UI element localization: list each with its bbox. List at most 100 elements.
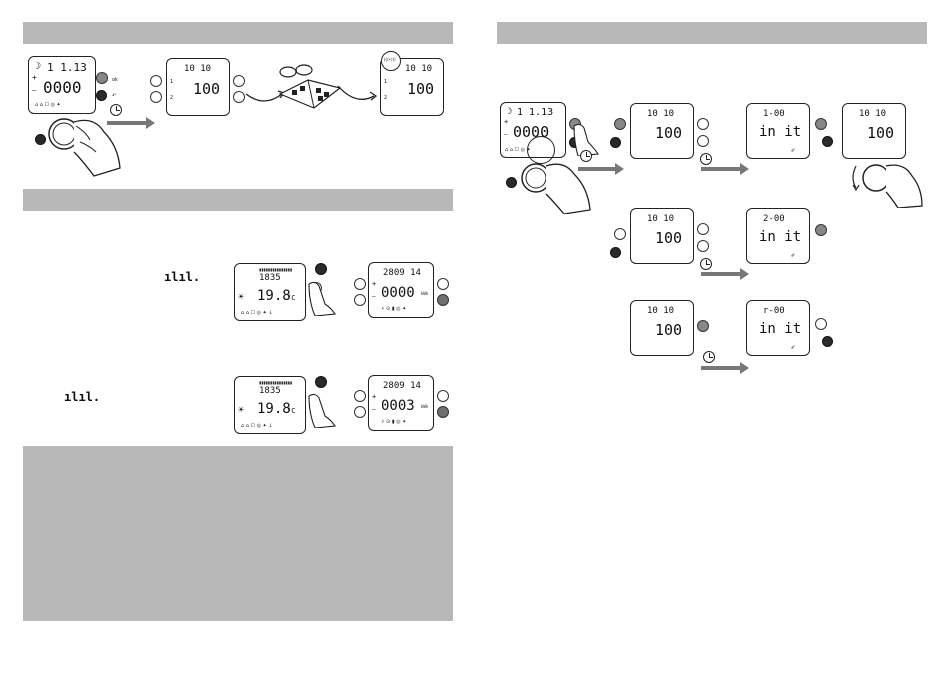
display-value: in it: [759, 321, 802, 337]
mode-icons: ⌂ ⌂ ☐ ◎ ✦: [505, 147, 531, 153]
timer-icon-r3: [703, 351, 715, 363]
button-bottom[interactable]: [96, 90, 107, 101]
step-display-1: 10 10 100: [630, 103, 694, 159]
energy-bars-icon-1: ılıl.: [164, 270, 201, 284]
button-dark-1[interactable]: [315, 263, 327, 275]
r2-btn-c[interactable]: [697, 223, 709, 235]
display-value: 0000: [43, 78, 82, 97]
display-top: 10 10: [647, 109, 675, 119]
temp-display-1: ▮▮▮▮▮▮▮▮▮▮▮▮▮▮▮ 1835 ☀ 19.8 °C ⌂ ⌂ ☐ ◎ ✦…: [234, 263, 306, 321]
thermostat-display-2: 10 10 1 100 2: [166, 58, 230, 116]
energy-unit: kWh: [421, 404, 429, 409]
display-time: 1 1.13: [47, 61, 87, 74]
status-icons: ⚡ ⊙ ▮ ◎ ✦: [381, 306, 407, 312]
step-display-5: 2-00 in it ✐: [746, 208, 810, 264]
arrow-r3: [701, 362, 749, 374]
button-2a[interactable]: [354, 278, 366, 290]
display-top: 10 10: [647, 306, 675, 316]
energy-bars-icon-2: ılıl.: [64, 390, 101, 404]
display-top: r-00: [763, 306, 785, 316]
button-right-top[interactable]: [233, 75, 245, 87]
button-top-2[interactable]: [150, 75, 162, 87]
plus-sign: +: [372, 280, 377, 288]
status-icons: ⚡ ⊙ ▮ ◎ ✦: [381, 419, 407, 425]
energy-value: 0000: [381, 285, 415, 301]
button-4a[interactable]: [354, 390, 366, 402]
display-value: 100: [867, 124, 895, 142]
mode-icons: ⌂ ⌂ ☐ ◎ ✦: [35, 102, 61, 108]
energy-display-1: 2809 14 + 0000 kWh — ⚡ ⊙ ▮ ◎ ✦: [368, 262, 434, 318]
wrench-icon: ✐: [791, 253, 796, 259]
curve-arrow-2: [337, 85, 378, 101]
display-top: 1-00: [763, 109, 785, 119]
minus-sign: —: [372, 293, 376, 300]
step-display-6: 10 10 100: [630, 300, 694, 356]
ok-label: ok: [112, 77, 118, 83]
hour-scale: ▮▮▮▮▮▮▮▮▮▮▮▮▮▮▮: [259, 267, 293, 272]
energy-value: 0003: [381, 398, 415, 414]
r2-btn-d[interactable]: [697, 240, 709, 252]
r3-btn-b[interactable]: [815, 318, 827, 330]
display-value: 100: [655, 124, 683, 142]
line-1: 1: [384, 79, 388, 85]
button-top[interactable]: [96, 72, 108, 84]
knob-dot-right: [506, 177, 517, 188]
button-right-bottom[interactable]: [233, 91, 245, 103]
r1-btn-a[interactable]: [614, 118, 626, 130]
temp-value: 19.8: [257, 288, 291, 304]
section-header-bar-1: [23, 22, 453, 44]
r1-btn-c[interactable]: [697, 118, 709, 130]
button-2b[interactable]: [354, 294, 366, 306]
finger-press-1: [308, 281, 336, 316]
button-dark-2[interactable]: [315, 376, 327, 388]
display-top: 10 10: [405, 64, 433, 74]
mode-icons: ⌂ ⌂ ☐ ◎ ✦ ↓: [241, 423, 273, 429]
button-5b[interactable]: [437, 406, 449, 418]
r2-btn-a[interactable]: [614, 228, 626, 240]
timer-icon-r1: [700, 153, 712, 165]
manual-with-glasses-icon: [278, 64, 342, 109]
hand-turning-knob: [48, 118, 121, 177]
display-top: 10 10: [859, 109, 887, 119]
display-top: 2809 14: [383, 268, 421, 278]
display-time: 1 1.13: [517, 107, 554, 118]
timer-icon-r2: [700, 258, 712, 270]
temp-unit: °C: [287, 294, 296, 302]
button-3b[interactable]: [437, 294, 449, 306]
button-4b[interactable]: [354, 406, 366, 418]
display-top: 2809 14: [383, 381, 421, 391]
plus-sign: +: [504, 118, 509, 126]
temp-value: 19.8: [257, 401, 291, 417]
moon-icon: ☽: [507, 107, 513, 117]
wrench-icon: ✐: [791, 148, 796, 154]
button-3a[interactable]: [437, 278, 449, 290]
step-display-4: 10 10 100: [630, 208, 694, 264]
r1-btn-f[interactable]: [822, 136, 833, 147]
r3-btn-a[interactable]: [697, 320, 709, 332]
r2-btn-e[interactable]: [815, 224, 827, 236]
thermostat-display-1: ☽ 1 1.13 + 0000 — ⌂ ⌂ ☐ ◎ ✦: [28, 56, 96, 114]
r1-btn-b[interactable]: [610, 137, 621, 148]
r1-btn-d[interactable]: [697, 135, 709, 147]
sun-icon: ☀: [238, 405, 245, 416]
button-bottom-2[interactable]: [150, 91, 162, 103]
button-5a[interactable]: [437, 390, 449, 402]
finger-press-2: [308, 393, 336, 428]
display-top: 1835: [259, 273, 281, 283]
minus-sign: —: [504, 131, 508, 138]
sun-icon: ☀: [238, 292, 245, 303]
line-1: 1: [170, 79, 174, 85]
minus-sign: —: [372, 406, 376, 413]
r2-btn-b[interactable]: [610, 247, 621, 258]
finger-press-start: [573, 123, 599, 156]
hand-turning-knob-r1: [852, 164, 923, 208]
display-value: 100: [407, 80, 435, 98]
timer-icon: [110, 104, 122, 116]
step-display-2: 1-00 in it ✐: [746, 103, 810, 159]
temp-unit: °C: [287, 407, 296, 415]
r1-btn-e[interactable]: [815, 118, 827, 130]
hour-scale: ▮▮▮▮▮▮▮▮▮▮▮▮▮▮▮: [259, 380, 293, 385]
arrow-start: [578, 163, 624, 175]
arrow-1: [107, 117, 155, 129]
r3-btn-c[interactable]: [822, 336, 833, 347]
